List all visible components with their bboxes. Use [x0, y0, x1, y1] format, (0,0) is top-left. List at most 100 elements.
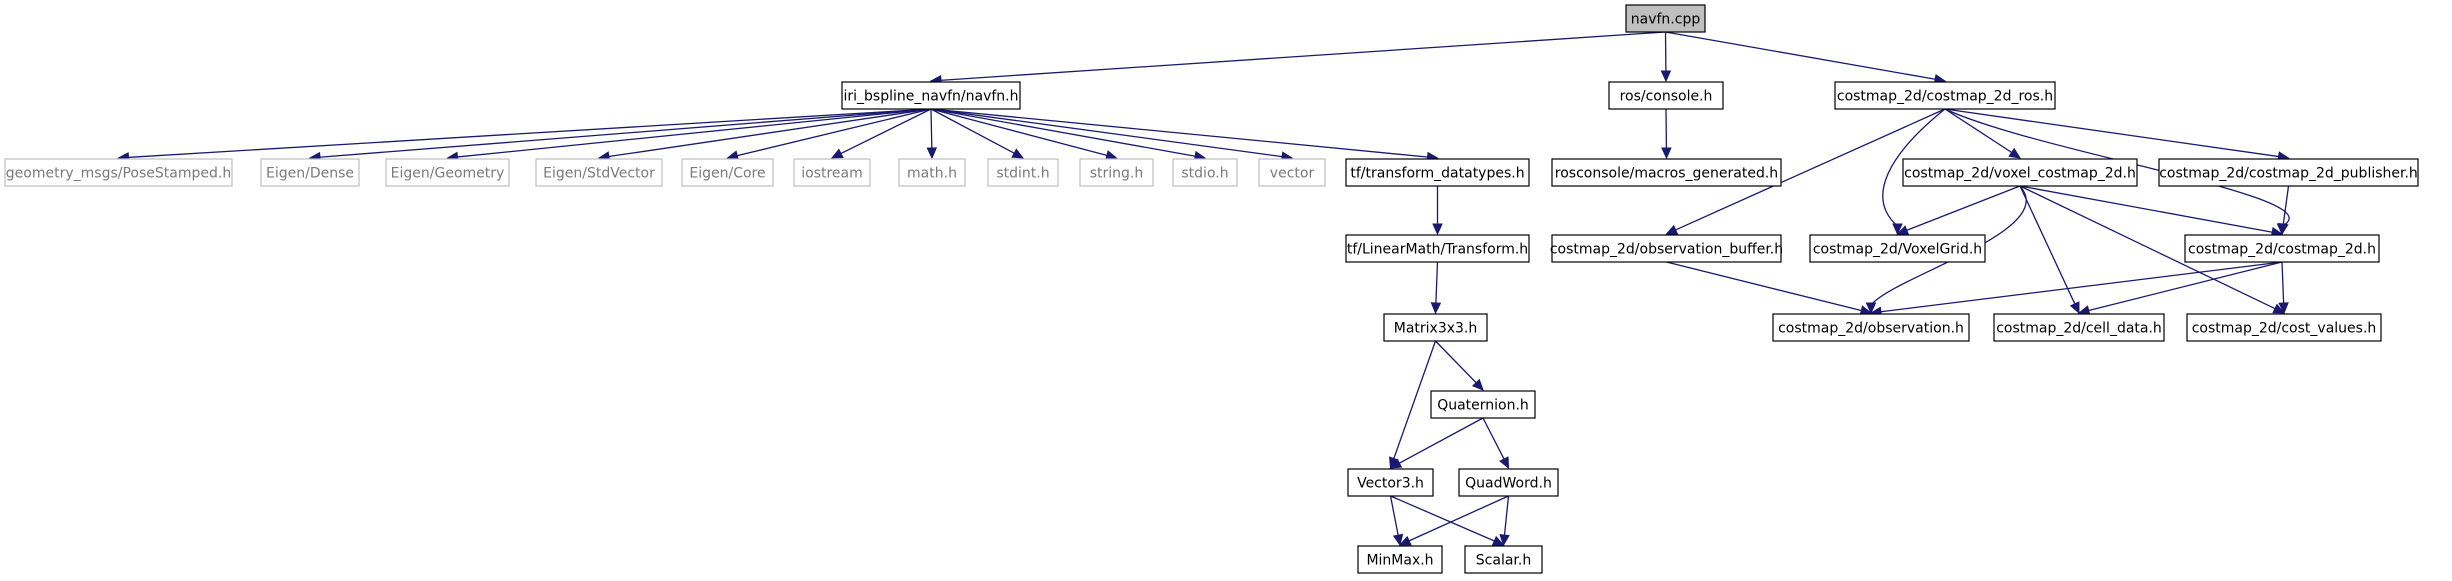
node-tf-transform-datatypes-h[interactable]: tf/transform_datatypes.h: [1345, 158, 1530, 187]
edge-voxel-costmap-h-to-voxelgrid-h: [1896, 185, 2021, 235]
node-label: QuadWord.h: [1465, 476, 1552, 492]
edge-line: [2282, 185, 2290, 226]
node-voxelgrid-h[interactable]: costmap_2d/VoxelGrid.h: [1809, 234, 1986, 263]
node-math-h[interactable]: math.h: [898, 158, 966, 187]
edge-ros-console-h-to-rosconsole-macros-h: [1661, 108, 1672, 160]
node-stdio-h[interactable]: stdio.h: [1172, 158, 1238, 187]
edge-line: [607, 108, 932, 158]
node-eigen-geometry[interactable]: Eigen/Geometry: [385, 158, 510, 187]
node-label: Matrix3x3.h: [1394, 321, 1478, 337]
edge-vector3-h-to-minmax-h: [1389, 495, 1404, 547]
node-label: MinMax.h: [1366, 553, 1433, 569]
edge-vector3-h-to-scalar-h: [1390, 495, 1505, 546]
node-label: costmap_2d/VoxelGrid.h: [1813, 242, 1982, 258]
node-vector3-h[interactable]: Vector3.h: [1347, 468, 1434, 497]
edge-quaternion-h-to-vector3-h: [1389, 417, 1484, 469]
node-label: costmap_2d/cost_values.h: [2192, 321, 2377, 337]
node-navfn-cpp[interactable]: navfn.cpp: [1625, 4, 1706, 33]
edge-iri-navfn-h-to-eigen-geometry: [446, 108, 932, 163]
node-eigen-dense[interactable]: Eigen/Dense: [260, 158, 360, 187]
node-box: [987, 158, 1059, 187]
arrowhead: [1660, 70, 1672, 83]
node-cell-data-h[interactable]: costmap_2d/cell_data.h: [1993, 313, 2165, 342]
edge-matrix3x3-h-to-quaternion-h: [1435, 340, 1484, 391]
node-cost-values-h[interactable]: costmap_2d/cost_values.h: [2186, 313, 2382, 342]
edge-line: [930, 108, 1284, 158]
node-eigen-core[interactable]: Eigen/Core: [681, 158, 774, 187]
node-label: geometry_msgs/PoseStamped.h: [6, 166, 231, 182]
node-observation-h[interactable]: costmap_2d/observation.h: [1772, 313, 1970, 342]
node-iri-navfn-h[interactable]: iri_bspline_navfn/navfn.h: [841, 81, 1021, 110]
edge-iri-navfn-h-to-iostream: [830, 108, 932, 159]
edge-voxel-costmap-h-to-cost-values-h: [2019, 185, 2286, 314]
node-quaternion-h[interactable]: Quaternion.h: [1430, 390, 1536, 419]
arrowhead: [1398, 535, 1412, 546]
node-box: [1809, 234, 1986, 263]
node-matrix3x3-h[interactable]: Matrix3x3.h: [1383, 313, 1488, 342]
node-box: [1430, 390, 1536, 419]
node-label: costmap_2d/costmap_2d_ros.h: [1837, 89, 2053, 105]
edge-line: [930, 108, 1108, 157]
node-rosconsole-macros-h[interactable]: rosconsole/macros_generated.h: [1551, 158, 1782, 187]
arrowhead: [2278, 222, 2289, 236]
node-stdint-h[interactable]: stdint.h: [987, 158, 1059, 187]
node-string-h[interactable]: string.h: [1079, 158, 1154, 187]
node-label: math.h: [907, 166, 957, 182]
edge-line: [127, 108, 932, 159]
node-observation-buffer-h[interactable]: costmap_2d/observation_buffer.h: [1550, 234, 1783, 263]
node-minmax-h[interactable]: MinMax.h: [1357, 545, 1443, 574]
edge-navfn-cpp-to-iri-navfn-h: [929, 31, 1666, 86]
node-quadword-h[interactable]: QuadWord.h: [1458, 468, 1559, 497]
node-label: Eigen/StdVector: [543, 166, 655, 182]
edge-iri-navfn-h-to-stdint-h: [930, 108, 1025, 159]
edge-line: [2019, 185, 2274, 233]
node-box: [1464, 545, 1543, 574]
arrowhead: [2069, 301, 2080, 315]
node-geometry-msgs-h[interactable]: geometry_msgs/PoseStamped.h: [4, 158, 233, 187]
arrowhead: [926, 147, 938, 160]
node-label: costmap_2d/observation.h: [1778, 321, 1964, 337]
node-box: [1383, 313, 1488, 342]
node-box: [260, 158, 360, 187]
edge-iri-navfn-h-to-math-h: [926, 108, 938, 160]
node-costmap-2d-h[interactable]: costmap_2d/costmap_2d.h: [2184, 234, 2380, 263]
edge-line: [1674, 108, 1946, 231]
node-box: [1347, 468, 1434, 497]
node-costmap-2d-ros-h[interactable]: costmap_2d/costmap_2d_ros.h: [1834, 81, 2056, 110]
node-voxel-costmap-h[interactable]: costmap_2d/voxel_costmap_2d.h: [1902, 158, 2138, 187]
arrowhead: [1665, 224, 1679, 235]
node-tf-linearmath-transform-h[interactable]: tf/LinearMath/Transform.h: [1345, 234, 1530, 263]
edge-tf-transform-datatypes-h-to-tf-linearmath-transform-h: [1432, 186, 1443, 236]
edge-line: [1905, 185, 2021, 232]
node-box: [898, 158, 966, 187]
arrowhead: [2278, 302, 2289, 315]
edge-line: [1389, 495, 1399, 537]
edge-quadword-h-to-scalar-h: [1499, 495, 1510, 547]
node-scalar-h[interactable]: Scalar.h: [1464, 545, 1543, 574]
node-ros-console-h[interactable]: ros/console.h: [1608, 81, 1724, 110]
edge-line: [456, 108, 932, 158]
node-label: iri_bspline_navfn/navfn.h: [844, 89, 1019, 105]
node-label: tf/transform_datatypes.h: [1350, 166, 1524, 182]
node-box: [4, 158, 233, 187]
edge-line: [1666, 261, 1863, 312]
nodes-layer: navfn.cpp iri_bspline_navfn/navfn.h ros/co…: [4, 4, 2419, 574]
arrowhead: [1499, 534, 1510, 547]
node-vector[interactable]: vector: [1258, 158, 1326, 187]
edge-navfn-cpp-to-costmap-2d-ros-h: [1665, 31, 1947, 85]
node-iostream[interactable]: iostream: [793, 158, 871, 187]
node-box: [1079, 158, 1154, 187]
edge-line: [1390, 495, 1496, 542]
node-box: [841, 81, 1021, 110]
node-costmap-publisher-h[interactable]: costmap_2d/costmap_2d_publisher.h: [2158, 158, 2419, 187]
node-box: [1345, 158, 1530, 187]
edge-costmap-publisher-h-to-costmap-2d-h: [2278, 185, 2290, 236]
edge-line: [1435, 340, 1478, 384]
edge-line: [1665, 31, 1937, 81]
edge-line: [2019, 185, 2277, 310]
node-eigen-stdvector[interactable]: Eigen/StdVector: [535, 158, 663, 187]
edge-iri-navfn-h-to-string-h: [930, 108, 1118, 161]
arrowhead: [1892, 223, 1903, 236]
node-label: stdio.h: [1181, 166, 1228, 182]
